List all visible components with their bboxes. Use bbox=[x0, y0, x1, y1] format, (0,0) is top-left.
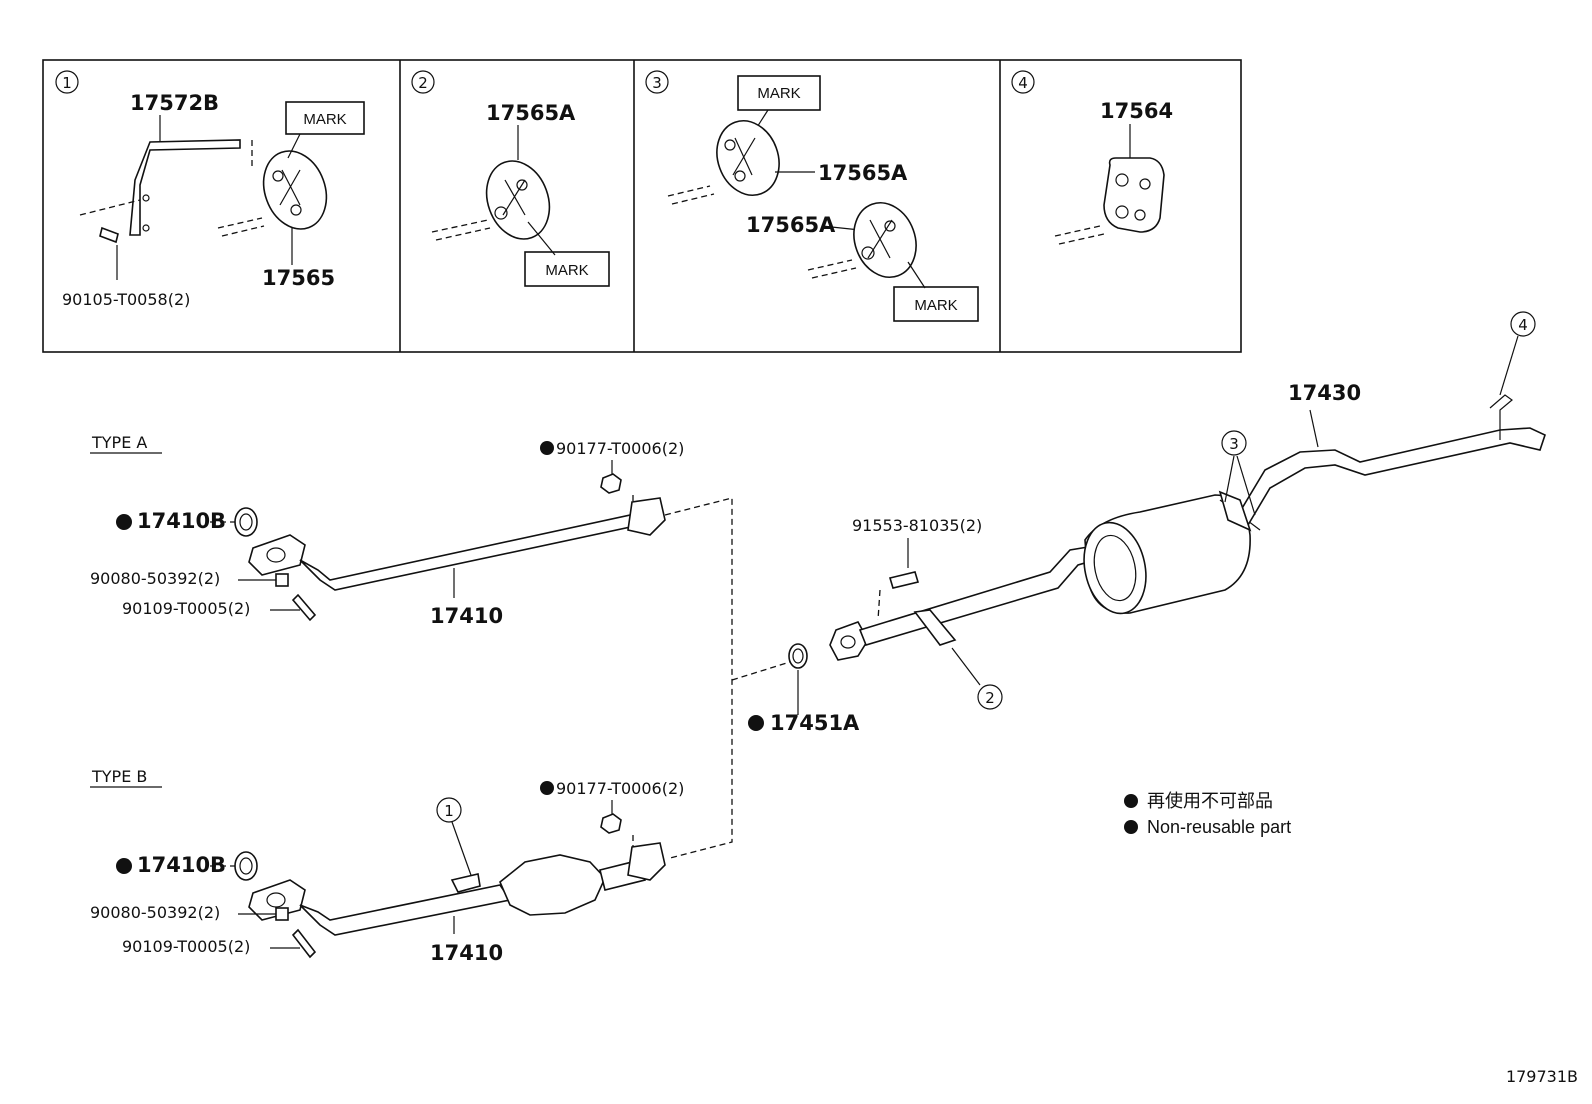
tail-pipe-17430 bbox=[1233, 427, 1546, 526]
stud-90080-a bbox=[275, 573, 289, 587]
gasket-17410B-a bbox=[234, 507, 258, 537]
rubber-hanger-17565A-box2 bbox=[485, 160, 551, 240]
rear-assembly: 17451A 91553-81035(2) 2 17430 3 4 bbox=[748, 311, 1546, 735]
front-pipe-17410-b bbox=[299, 884, 512, 936]
part-17565A-box2: 17565A bbox=[486, 101, 576, 125]
bolt-91553 bbox=[888, 571, 920, 589]
callout-2-label: 2 bbox=[418, 74, 428, 92]
rear-flange-b bbox=[627, 842, 666, 881]
part-17565: 17565 bbox=[262, 266, 335, 290]
bolt-90109-b bbox=[291, 928, 317, 959]
callout-3-label: 3 bbox=[652, 74, 662, 92]
part-17565A-upper: 17565A bbox=[818, 161, 908, 185]
inset-box-4: 4 17564 bbox=[1011, 70, 1173, 245]
tail-pipe-flange bbox=[829, 621, 869, 661]
part-90177-T0006-b: 90177-T0006(2) bbox=[556, 779, 684, 798]
part-91553-81035: 91553-81035(2) bbox=[852, 516, 982, 535]
legend-jp: 再使用不可部品 bbox=[1147, 791, 1273, 811]
mark-label-1: MARK bbox=[303, 111, 346, 128]
hanger-bracket bbox=[129, 139, 241, 236]
connection-dashes bbox=[664, 497, 733, 859]
part-17410B-a: 17410B bbox=[137, 509, 226, 533]
inset-box-1: 1 17572B 90105-T0058(2) 17565 MARK bbox=[55, 70, 365, 309]
diagram-id: 179731B bbox=[1506, 1067, 1578, 1086]
callout-1-on-pipe: 1 bbox=[444, 802, 454, 820]
front-pipe-17410-a bbox=[299, 503, 650, 591]
callout-4-label: 4 bbox=[1018, 74, 1028, 92]
hanger-bracket-b bbox=[450, 873, 481, 893]
front-flange-b bbox=[248, 879, 306, 921]
rubber-hanger-17565A-upper bbox=[716, 120, 780, 196]
type-b-title: TYPE B bbox=[91, 767, 147, 786]
part-90109-T0005-a: 90109-T0005(2) bbox=[122, 599, 250, 618]
mark-label-3-lower: MARK bbox=[914, 297, 957, 314]
bolt-90105 bbox=[99, 226, 119, 244]
part-17430: 17430 bbox=[1288, 381, 1361, 405]
hanger-bracket-2 bbox=[913, 609, 957, 646]
rubber-hanger-17565A-lower bbox=[853, 202, 917, 278]
part-17572B: 17572B bbox=[130, 91, 219, 115]
bolt-90109-a bbox=[291, 593, 317, 622]
front-flange-a bbox=[248, 534, 306, 576]
mark-label-3-upper: MARK bbox=[757, 85, 800, 102]
catalytic-converter bbox=[499, 854, 606, 916]
callout-4-on-tailpipe: 4 bbox=[1518, 316, 1528, 334]
part-17410-b: 17410 bbox=[430, 941, 503, 965]
legend: 再使用不可部品 Non-reusable part bbox=[1124, 791, 1291, 837]
inset-panel bbox=[42, 59, 1242, 353]
part-90080-50392-a: 90080-50392(2) bbox=[90, 569, 220, 588]
nut-90177-a bbox=[600, 473, 622, 494]
part-90105-T0058: 90105-T0058(2) bbox=[62, 290, 190, 309]
gasket-17451A bbox=[788, 643, 808, 669]
type-a-assembly: TYPE A 90177-T0006(2) 17410B 90080-50392… bbox=[90, 433, 684, 628]
part-90080-50392-b: 90080-50392(2) bbox=[90, 903, 220, 922]
intermediate-pipe bbox=[858, 544, 1103, 646]
part-17410B-b: 17410B bbox=[137, 853, 226, 877]
type-a-title: TYPE A bbox=[91, 433, 147, 452]
part-17410-a: 17410 bbox=[430, 604, 503, 628]
nut-90177-b bbox=[600, 813, 622, 834]
part-90177-T0006-a: 90177-T0006(2) bbox=[556, 439, 684, 458]
callout-2-on-pipe: 2 bbox=[985, 689, 995, 707]
inset-box-3: 3 MARK 17565A 17565A MARK bbox=[645, 70, 979, 322]
callout-1-label: 1 bbox=[62, 74, 72, 92]
mark-label-2: MARK bbox=[545, 262, 588, 279]
rubber-hanger-17564 bbox=[1103, 157, 1165, 233]
type-b-assembly: TYPE B 90177-T0006(2) 1 17410B 90080-503… bbox=[90, 767, 684, 965]
gasket-17410B-b bbox=[234, 851, 258, 881]
rubber-hanger-17565 bbox=[262, 150, 328, 230]
rear-flange-a bbox=[627, 497, 666, 536]
part-17451A: 17451A bbox=[770, 711, 860, 735]
stud-90080-b bbox=[275, 907, 289, 921]
inset-box-2: 2 17565A MARK bbox=[411, 70, 610, 287]
legend-en: Non-reusable part bbox=[1147, 817, 1291, 837]
callout-3-on-muffler: 3 bbox=[1229, 435, 1239, 453]
part-90109-T0005-b: 90109-T0005(2) bbox=[122, 937, 250, 956]
part-17564: 17564 bbox=[1100, 99, 1173, 123]
part-17565A-lower: 17565A bbox=[746, 213, 836, 237]
